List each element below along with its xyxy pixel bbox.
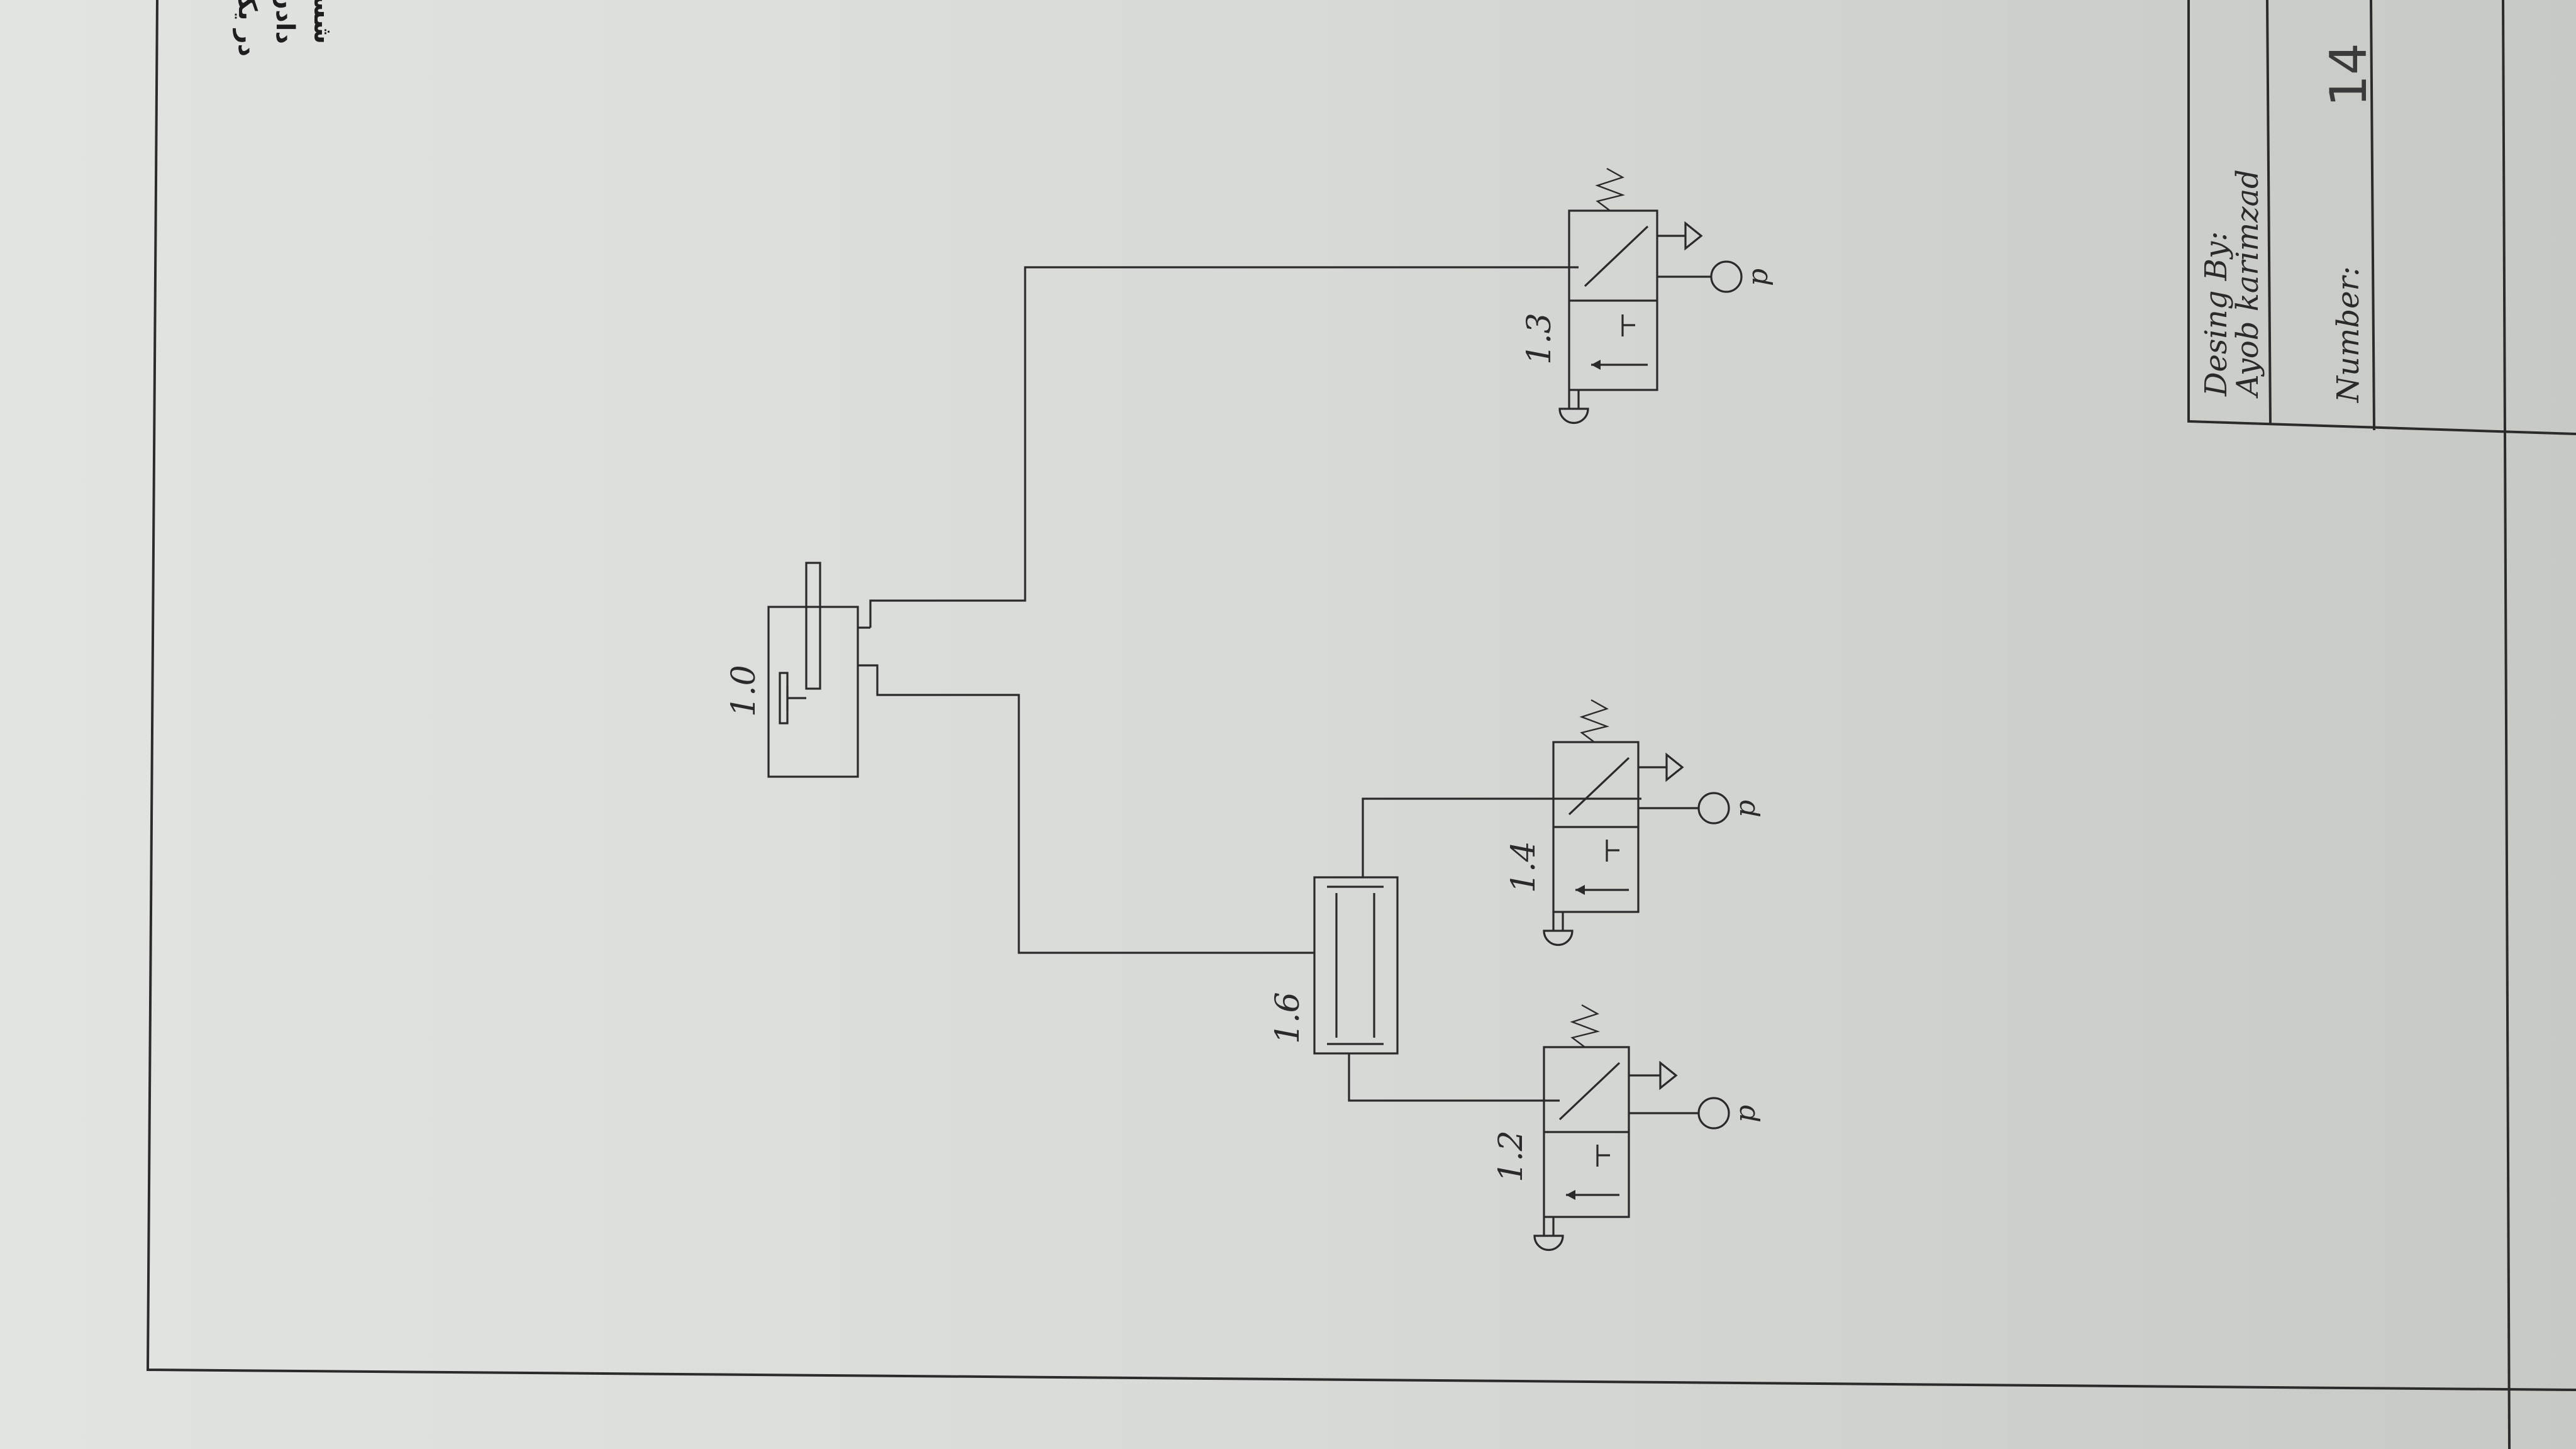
valve-1-4: p 1.4 (1505, 699, 1762, 947)
valve-1-4-label: 1.4 (1505, 841, 1543, 893)
problem-statement: در یک پرس خم کاری نیوماتیکی جهت رعایت نک… (233, 0, 338, 57)
line-cylinder-to-and-valve (870, 664, 1314, 954)
valve-1-3-pressure: p (1742, 269, 1774, 286)
valve-1-2-pressure: p (1729, 1105, 1762, 1123)
cylinder-label: 1.0 (725, 665, 763, 717)
description-line-1: در یک پرس خم کاری نیوماتیکی جهت رعایت نک… (233, 0, 262, 57)
designer-name: Ayob karimzad (2230, 169, 2265, 399)
valve-1-2: p 1.2 (1492, 1004, 1762, 1252)
sheet-border-bottom (2502, 0, 2511, 1449)
and-valve-label: 1.6 (1269, 992, 1307, 1044)
valve-1-2-label: 1.2 (1492, 1130, 1530, 1182)
and-valve-1-6: 1.6 (1269, 876, 1399, 1055)
line-and-to-valve-1-2 (1348, 1053, 1560, 1102)
design-by-label: Desing By: (2199, 231, 2234, 397)
sheet-border (146, 0, 2576, 1391)
valve-1-3-label: 1.3 (1521, 313, 1558, 365)
line-cylinder-to-valve-1-3 (869, 266, 1579, 628)
number-label: Number: (2331, 266, 2366, 403)
title-block: Desing By: Ayob karimzad Number: 14 (2187, 0, 2576, 435)
line-and-to-valve-1-4 (1362, 797, 1641, 877)
valve-1-3: p 1.3 (1521, 167, 1774, 425)
valve-1-4-pressure: p (1729, 800, 1762, 818)
cylinder-1-0: 1.0 (725, 562, 870, 778)
number-value: 14 (2319, 43, 2378, 107)
description-line-2: دادن و نگه داشتن هم زمان دو شستی پرس عمل… (270, 0, 300, 44)
description-line-3: شستی دیگری به حالت اولیه باز گردد، مدار … (308, 0, 338, 44)
